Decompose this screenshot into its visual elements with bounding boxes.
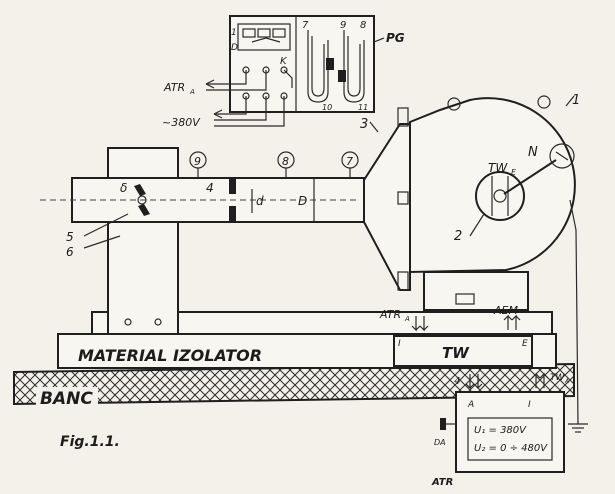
bench: BANC [13,362,575,409]
tube-8-label: 8 [360,20,366,31]
manometer-clamp-2 [338,70,346,82]
panel-label: PG [386,31,405,45]
tap-8-label: 8 [282,155,289,168]
lower-4-label: 4 [454,376,460,387]
wattmeter-e-label: E [522,339,528,349]
electric-motor [475,171,525,221]
base-block [91,311,553,335]
post-label: 6 [66,245,74,259]
flap-label: 5 [66,230,74,244]
tap-9-label: 9 [194,155,201,168]
atr-da-label: DA [434,438,446,447]
atr-top-sub: A [404,315,410,323]
bench-label-bg [36,387,98,409]
ground-wire [569,199,579,425]
blower-label: 1 [572,93,580,108]
arrows-lower [465,372,549,390]
tap-7-label: 7 [346,155,353,168]
atr-a-lead-sub: A [189,88,195,96]
atr-u2: U₂ = 0 ÷ 480V [474,443,548,454]
atr-knob [440,418,446,430]
wattmeter-box: TW I E [393,335,533,367]
orifice-label: 4 [206,181,214,195]
pressure-tap-8 [277,151,295,169]
manometer-clamp-1 [326,58,334,70]
orifice-plate-bottom [229,206,236,222]
nozzle-cone [363,107,411,291]
motor-speed-sub: E [511,168,517,177]
delta-label: δ [120,181,127,195]
small-d-label: d [256,194,264,208]
pressure-tap-7 [341,151,359,169]
wattmeter-label: TW [442,344,470,362]
tube-9-label: 9 [340,20,346,31]
atr-box-label: ATR [431,477,453,488]
pressure-tap-9 [189,151,207,169]
aem-label: AEM [493,304,518,317]
nozzle-label: 3 [360,117,368,132]
air-duct [40,151,365,223]
twa-sub: A [564,378,569,385]
support-post [107,147,179,335]
speed-meter [503,143,575,195]
tube-7-label: 7 [302,20,309,31]
pg-d-label: D [231,43,238,53]
panel-leads [205,69,293,127]
bench-label: BANC [40,389,93,409]
wattmeter-i-label: I [398,339,401,349]
atr-top-label: ATR [379,308,401,321]
tube-11-label: 11 [358,103,368,112]
atr-u1: U₁ = 380V [474,425,527,436]
atr-a-label: A [467,400,474,410]
insulating-plate-label: MATERIAL IZOLATOR [78,346,262,365]
ground-icon [568,423,588,433]
autotransformer-box: U₁ = 380V U₂ = 0 ÷ 480V A I [440,391,565,473]
figure-caption: Fig.1.1. [60,434,120,450]
big-d-label: D [298,194,307,208]
speed-meter-label: N [528,145,538,160]
tube-10-label: 10 [322,103,332,112]
motor-speed-label: TW [488,161,508,175]
motor-label: 2 [454,229,462,244]
butterfly-flap [134,184,150,216]
twa-label: TW [550,373,565,383]
supply-380v-label: ~380V [162,116,201,129]
arrows-top [411,314,521,332]
atr-i-label: I [528,400,531,410]
switch-k-label: K [280,56,288,67]
manometer-panel [229,15,375,113]
pg-one-label: 1 [231,28,237,38]
orifice-plate-top [229,178,236,194]
atr-a-lead-label: ATR [163,81,185,94]
